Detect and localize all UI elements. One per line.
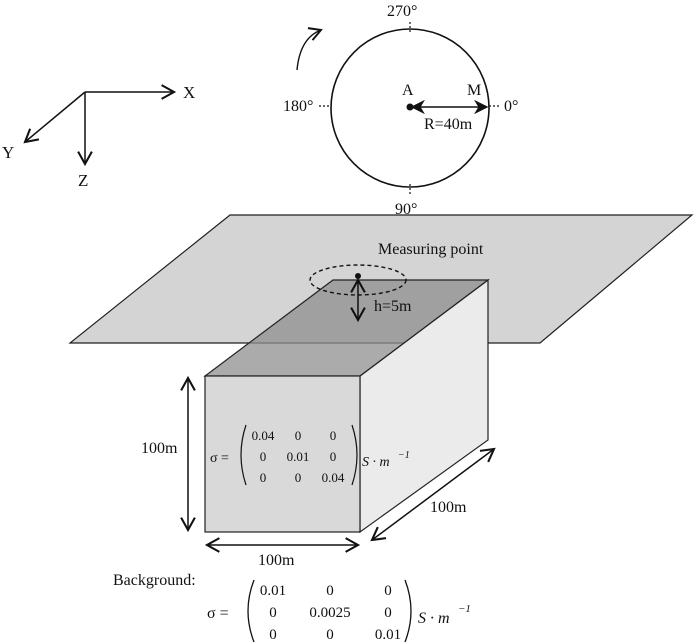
- block-m32: 0: [295, 470, 302, 485]
- background-m32: 0: [326, 627, 334, 643]
- block-front-face: [204, 375, 361, 533]
- z-axis-label: Z: [78, 171, 88, 190]
- block-paren-right: [351, 424, 358, 486]
- circle-outline: [330, 28, 490, 188]
- block-width-label: 100m: [258, 552, 295, 569]
- angle-270-label: 270°: [387, 3, 417, 20]
- background-m22: 0.0025: [309, 605, 350, 621]
- x-axis-label: X: [183, 83, 195, 102]
- background-conductivity-formula: Background: σ = 0.01 0 0 0 0.0025 0 0 0 …: [113, 572, 471, 643]
- background-unit-exponent: −1: [458, 603, 471, 615]
- background-m13: 0: [384, 583, 392, 599]
- coordinate-axes: X Y Z: [2, 83, 195, 190]
- background-m12: 0: [326, 583, 334, 599]
- y-axis-label: Y: [2, 143, 14, 162]
- background-sigma: σ =: [207, 605, 229, 622]
- block-m12: 0: [295, 428, 302, 443]
- block-m31: 0: [260, 470, 267, 485]
- block-sigma: σ =: [210, 451, 229, 466]
- angle-90-label: 90°: [395, 201, 417, 218]
- block-unit: S · m: [362, 455, 390, 470]
- block-m22: 0.01: [287, 449, 310, 464]
- background-m21: 0: [269, 605, 277, 621]
- block-m11: 0.04: [252, 428, 275, 443]
- background-m31: 0: [269, 627, 277, 643]
- y-axis-arrow: [23, 91, 86, 144]
- measuring-plane: [68, 214, 694, 344]
- background-paren-right: [404, 579, 412, 643]
- measurement-circle: 270° 180° 0° 90° A M R=40m: [283, 3, 518, 218]
- block-m21: 0: [260, 449, 267, 464]
- measuring-point-dot: [355, 273, 361, 279]
- background-m33: 0.01: [375, 627, 401, 643]
- block-height-label: 100m: [141, 440, 178, 457]
- measuring-point-label: Measuring point: [378, 241, 484, 258]
- block-m33: 0.04: [322, 470, 345, 485]
- block-conductivity-formula: σ = 0.04 0 0 0 0.01 0 0 0 0.04 S · m −1: [210, 424, 410, 486]
- radius-label: R=40m: [424, 116, 473, 133]
- center-label: A: [402, 82, 414, 99]
- edge-point-label: M: [467, 82, 481, 99]
- background-label: Background:: [113, 572, 196, 589]
- block-depth-arrow: [370, 447, 496, 542]
- background-m23: 0: [384, 605, 392, 621]
- height-label: h=5m: [374, 298, 412, 315]
- block-unit-exponent: −1: [398, 450, 410, 461]
- angle-0-label: 0°: [504, 98, 518, 115]
- block-m13: 0: [330, 428, 337, 443]
- block-depth-label: 100m: [430, 499, 467, 516]
- background-m11: 0.01: [260, 583, 286, 599]
- background-paren-left: [247, 579, 255, 643]
- angle-180-label: 180°: [283, 98, 313, 115]
- background-unit: S · m: [418, 610, 450, 627]
- block-m23: 0: [330, 449, 337, 464]
- rotation-arrow: [296, 27, 323, 71]
- block-paren-left: [240, 424, 247, 486]
